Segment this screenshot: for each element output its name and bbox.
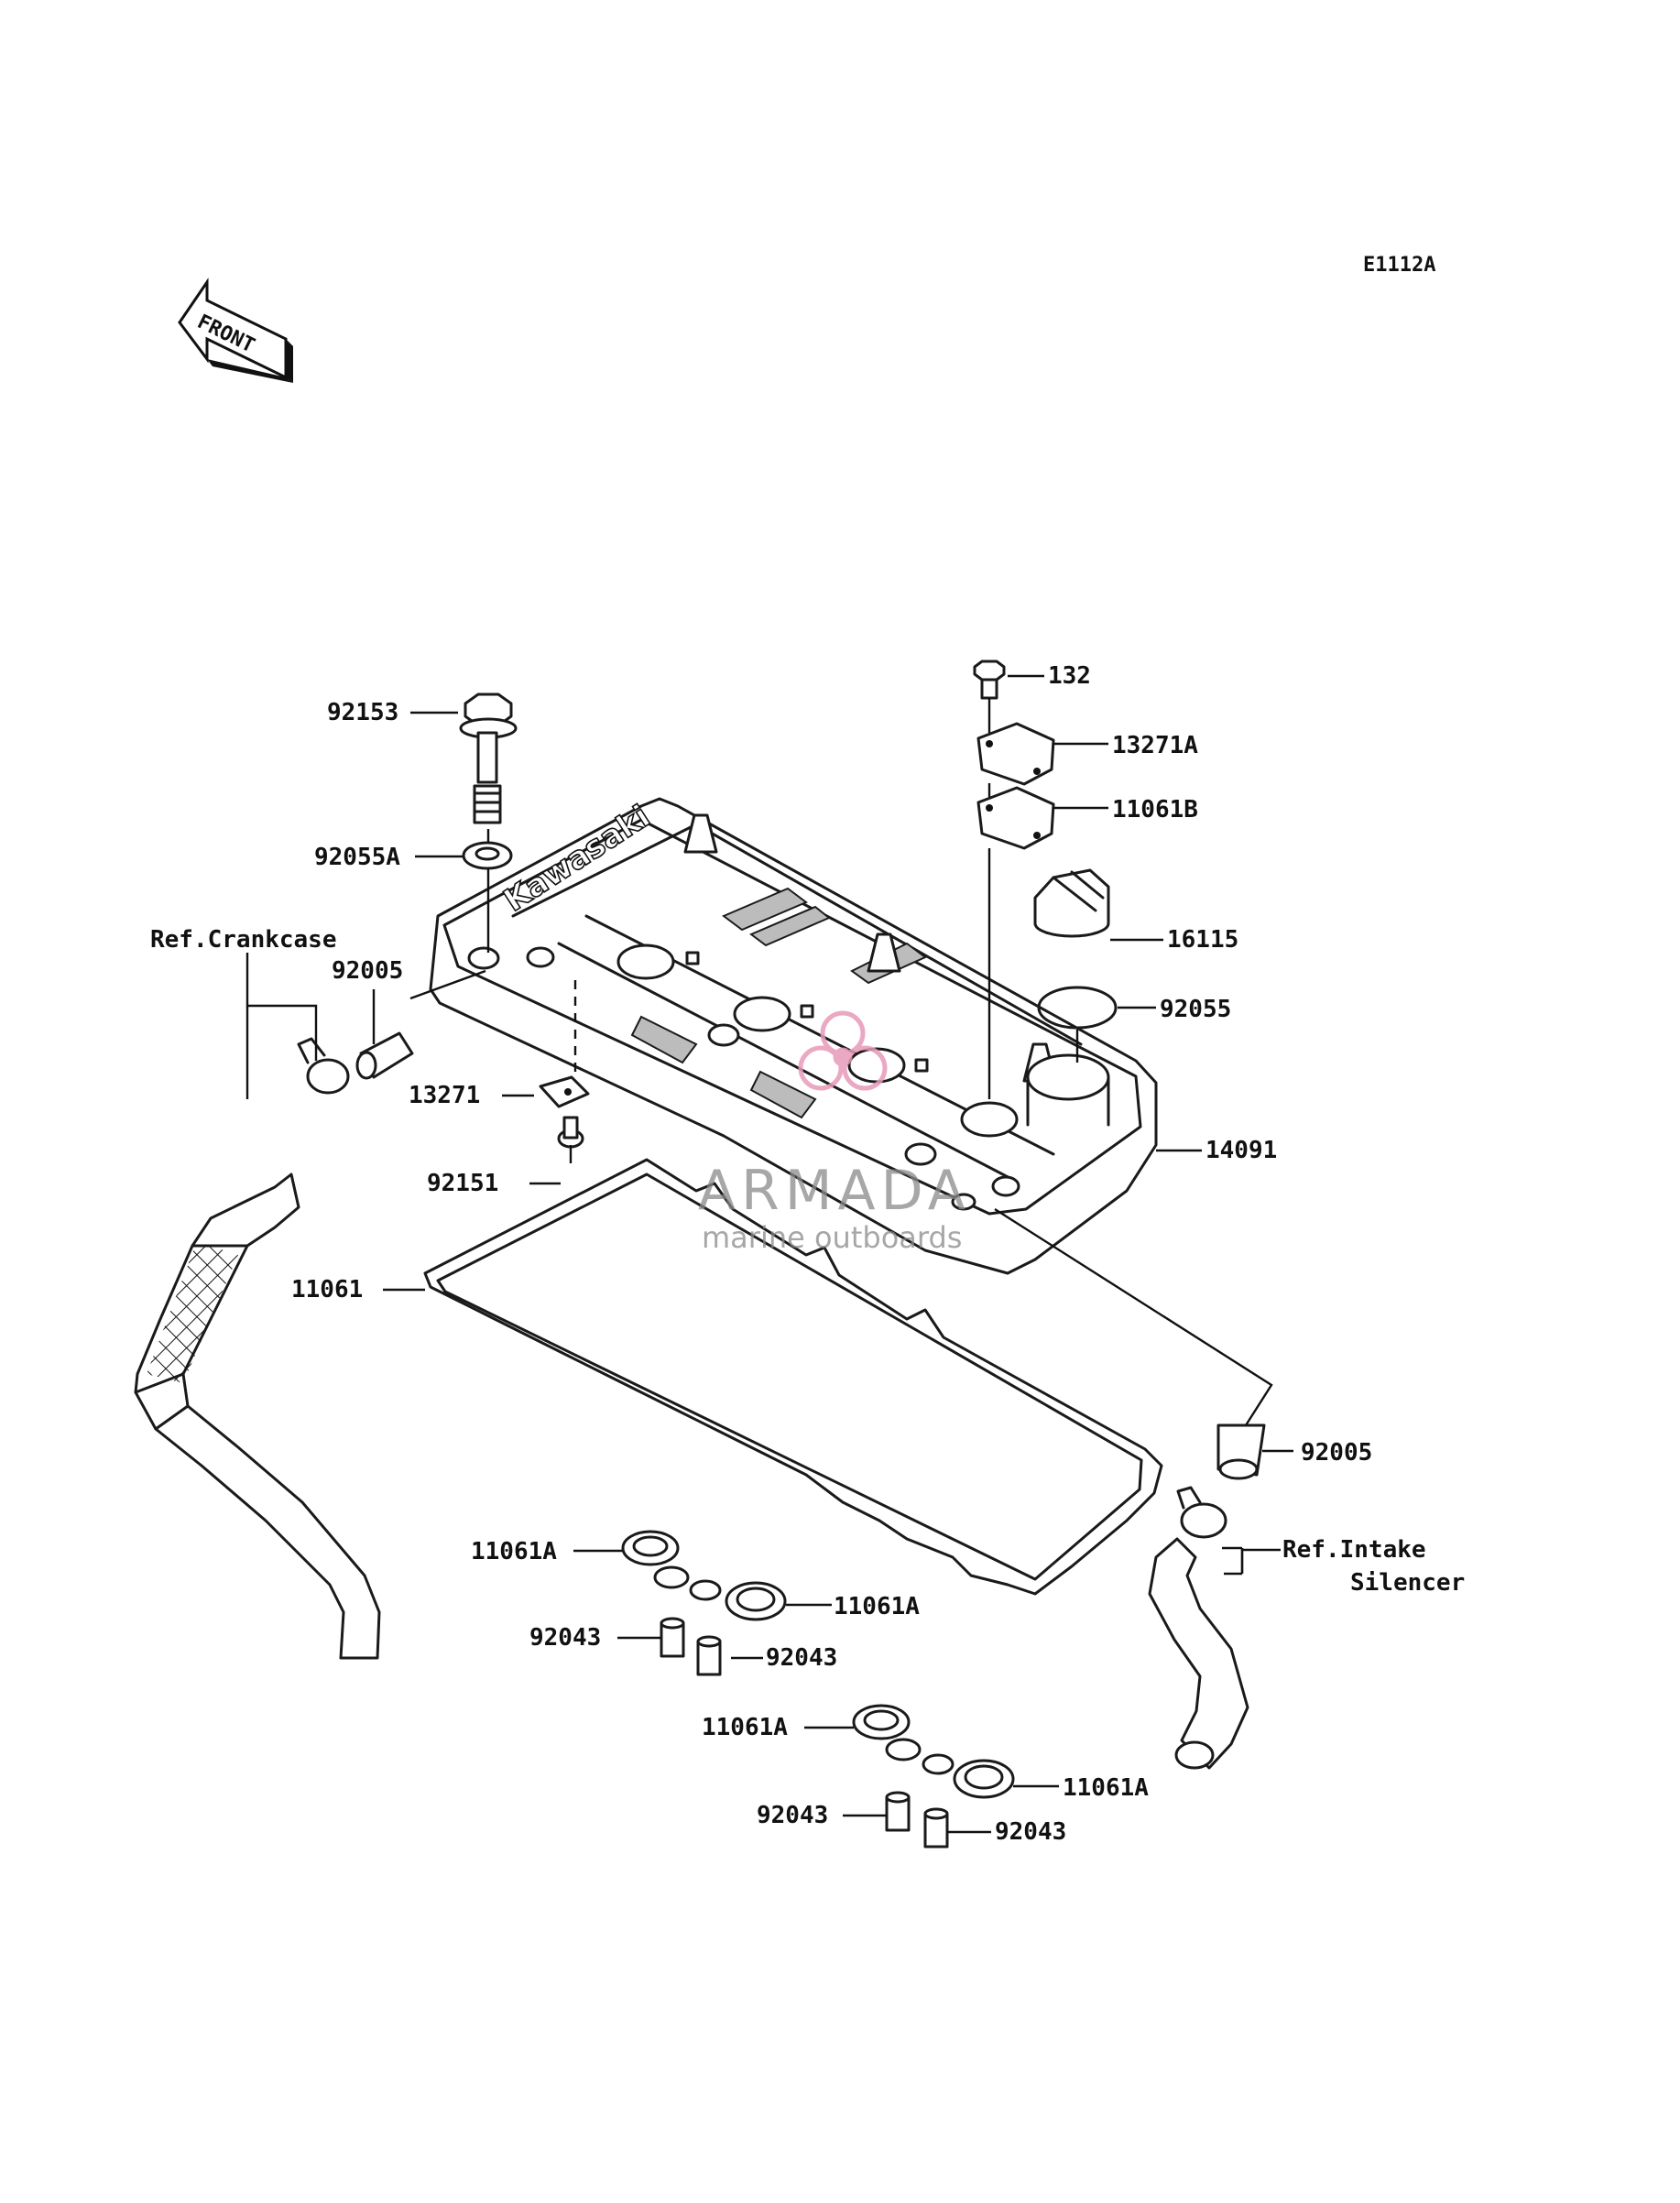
label-11061: 11061 (291, 1276, 363, 1303)
washer-92055A (462, 841, 513, 870)
hose-clamp-left (297, 1037, 350, 1095)
breather-hose-left (134, 1172, 381, 1660)
part-labels: 92153 92055A Ref.Crankcase 92005 13271 9… (150, 662, 1465, 1846)
label-11061A-3: 11061A (702, 1714, 788, 1741)
bolt-92153 (459, 693, 518, 824)
label-11061A-1: 11061A (471, 1538, 557, 1565)
watermark-tagline: marine outboards (702, 1220, 962, 1255)
o-ring-92055 (1037, 986, 1118, 1030)
label-92043-4: 92043 (995, 1818, 1066, 1846)
label-92153: 92153 (327, 699, 398, 726)
label-92043-2: 92043 (766, 1644, 837, 1672)
label-11061A-2: 11061A (834, 1593, 920, 1620)
label-ref-crankcase: Ref.Crankcase (150, 926, 337, 954)
armada-logo-icon (798, 1010, 888, 1091)
label-92005-left: 92005 (332, 957, 403, 985)
bolt-92151 (557, 1116, 584, 1149)
bolt-132 (973, 660, 1006, 700)
label-92005-right: 92005 (1301, 1439, 1372, 1467)
grommet-set-1 (621, 1530, 787, 1676)
label-92043-1: 92043 (529, 1624, 601, 1652)
label-92043-3: 92043 (757, 1802, 828, 1829)
label-92055A: 92055A (314, 844, 400, 871)
label-92151: 92151 (427, 1170, 498, 1197)
breather-fitting-right (1216, 1423, 1266, 1480)
cylinder-head-cover: Kawasaki (429, 797, 1158, 1275)
diagram-code: E1112A (1363, 254, 1435, 277)
label-11061B: 11061B (1112, 796, 1198, 823)
hose-clamp-right (1176, 1486, 1227, 1539)
label-13271: 13271 (409, 1082, 480, 1109)
breather-hose-right (1148, 1537, 1249, 1770)
watermark-name: ARMADA (698, 1159, 971, 1223)
label-132: 132 (1048, 662, 1091, 690)
leader-lines (245, 674, 1293, 1834)
label-ref-intake: Ref.Intake (1282, 1536, 1426, 1564)
oil-filler-cap (1033, 868, 1110, 938)
bracket-13271 (539, 1075, 590, 1108)
label-13271A: 13271A (1112, 732, 1198, 759)
armada-watermark: ARMADA marine outboards (698, 1010, 971, 1255)
label-silencer: Silencer (1350, 1569, 1465, 1597)
grommet-set-2 (852, 1704, 1015, 1849)
gasket (423, 1158, 1163, 1596)
label-92055: 92055 (1160, 996, 1231, 1023)
front-arrow-icon: FRONT (178, 278, 293, 383)
label-14091: 14091 (1205, 1137, 1277, 1164)
label-11061A-4: 11061A (1063, 1774, 1149, 1802)
label-16115: 16115 (1167, 926, 1238, 954)
breather-fitting-left (355, 1031, 414, 1080)
